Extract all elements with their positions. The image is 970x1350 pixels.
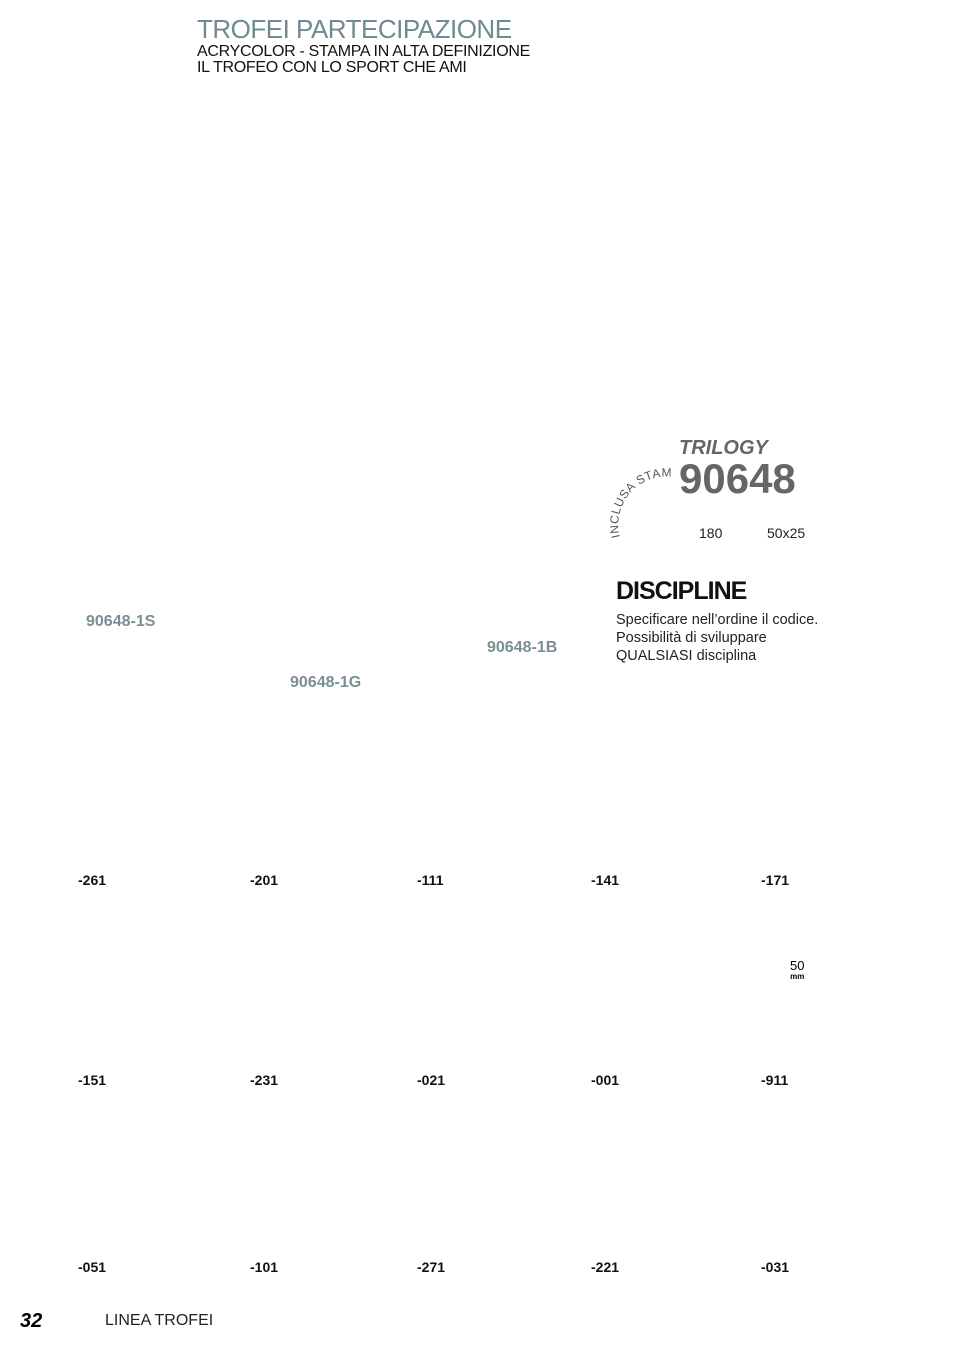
discipline-code: -001 [591,1072,620,1088]
subtitle-line-2: IL TROFEO CON LO SPORT CHE AMI [197,59,467,76]
page-number: 32 [20,1310,43,1332]
product-code: 90648 [679,455,796,502]
series-name: TRILOGY [679,437,768,459]
variant-label: 90648-1B [487,639,558,656]
page-title: TROFEI PARTECIPAZIONE [197,14,512,44]
description-line: QUALSIASI disciplina [616,648,757,664]
discipline-code: -111 [417,872,444,888]
discipline-code: -221 [591,1259,620,1275]
discipline-code: -171 [761,872,790,888]
discipline-code: -031 [761,1259,790,1275]
insert-size-value: 50 [790,958,805,973]
product-height: 180 [699,525,723,541]
subtitle-line-1: ACRYCOLOR - STAMPA IN ALTA DEFINIZIONE [197,43,530,60]
discipline-code: -261 [78,872,107,888]
discipline-code: -201 [250,872,279,888]
discipline-code: -911 [761,1072,789,1088]
discipline-code: -021 [417,1072,446,1088]
variant-label: 90648-1G [290,674,362,691]
discipline-code: -101 [250,1259,279,1275]
discipline-code: -151 [78,1072,107,1088]
product-size: 50x25 [767,525,806,541]
insert-size-unit: mm [790,972,805,981]
discipline-description: Specificare nell’ordine il codice. Possi… [616,611,818,665]
discipline-title: DISCIPLINE [616,577,747,605]
description-line: Specificare nell’ordine il codice. [616,612,819,628]
insert-size: 50 mm [790,959,804,981]
discipline-code: -141 [591,872,620,888]
footer-section: LINEA TROFEI [105,1312,214,1329]
variant-label: 90648-1S [86,613,156,630]
svg-text:INCLUSA STAMPA HD: INCLUSA STAMPA HD [585,445,672,540]
description-line: Possibilità di sviluppare [616,630,767,646]
discipline-code: -231 [250,1072,279,1088]
discipline-code: -051 [78,1259,107,1275]
stampa-hd-badge: INCLUSA STAMPA HD [585,445,672,540]
discipline-code: -271 [417,1259,446,1275]
